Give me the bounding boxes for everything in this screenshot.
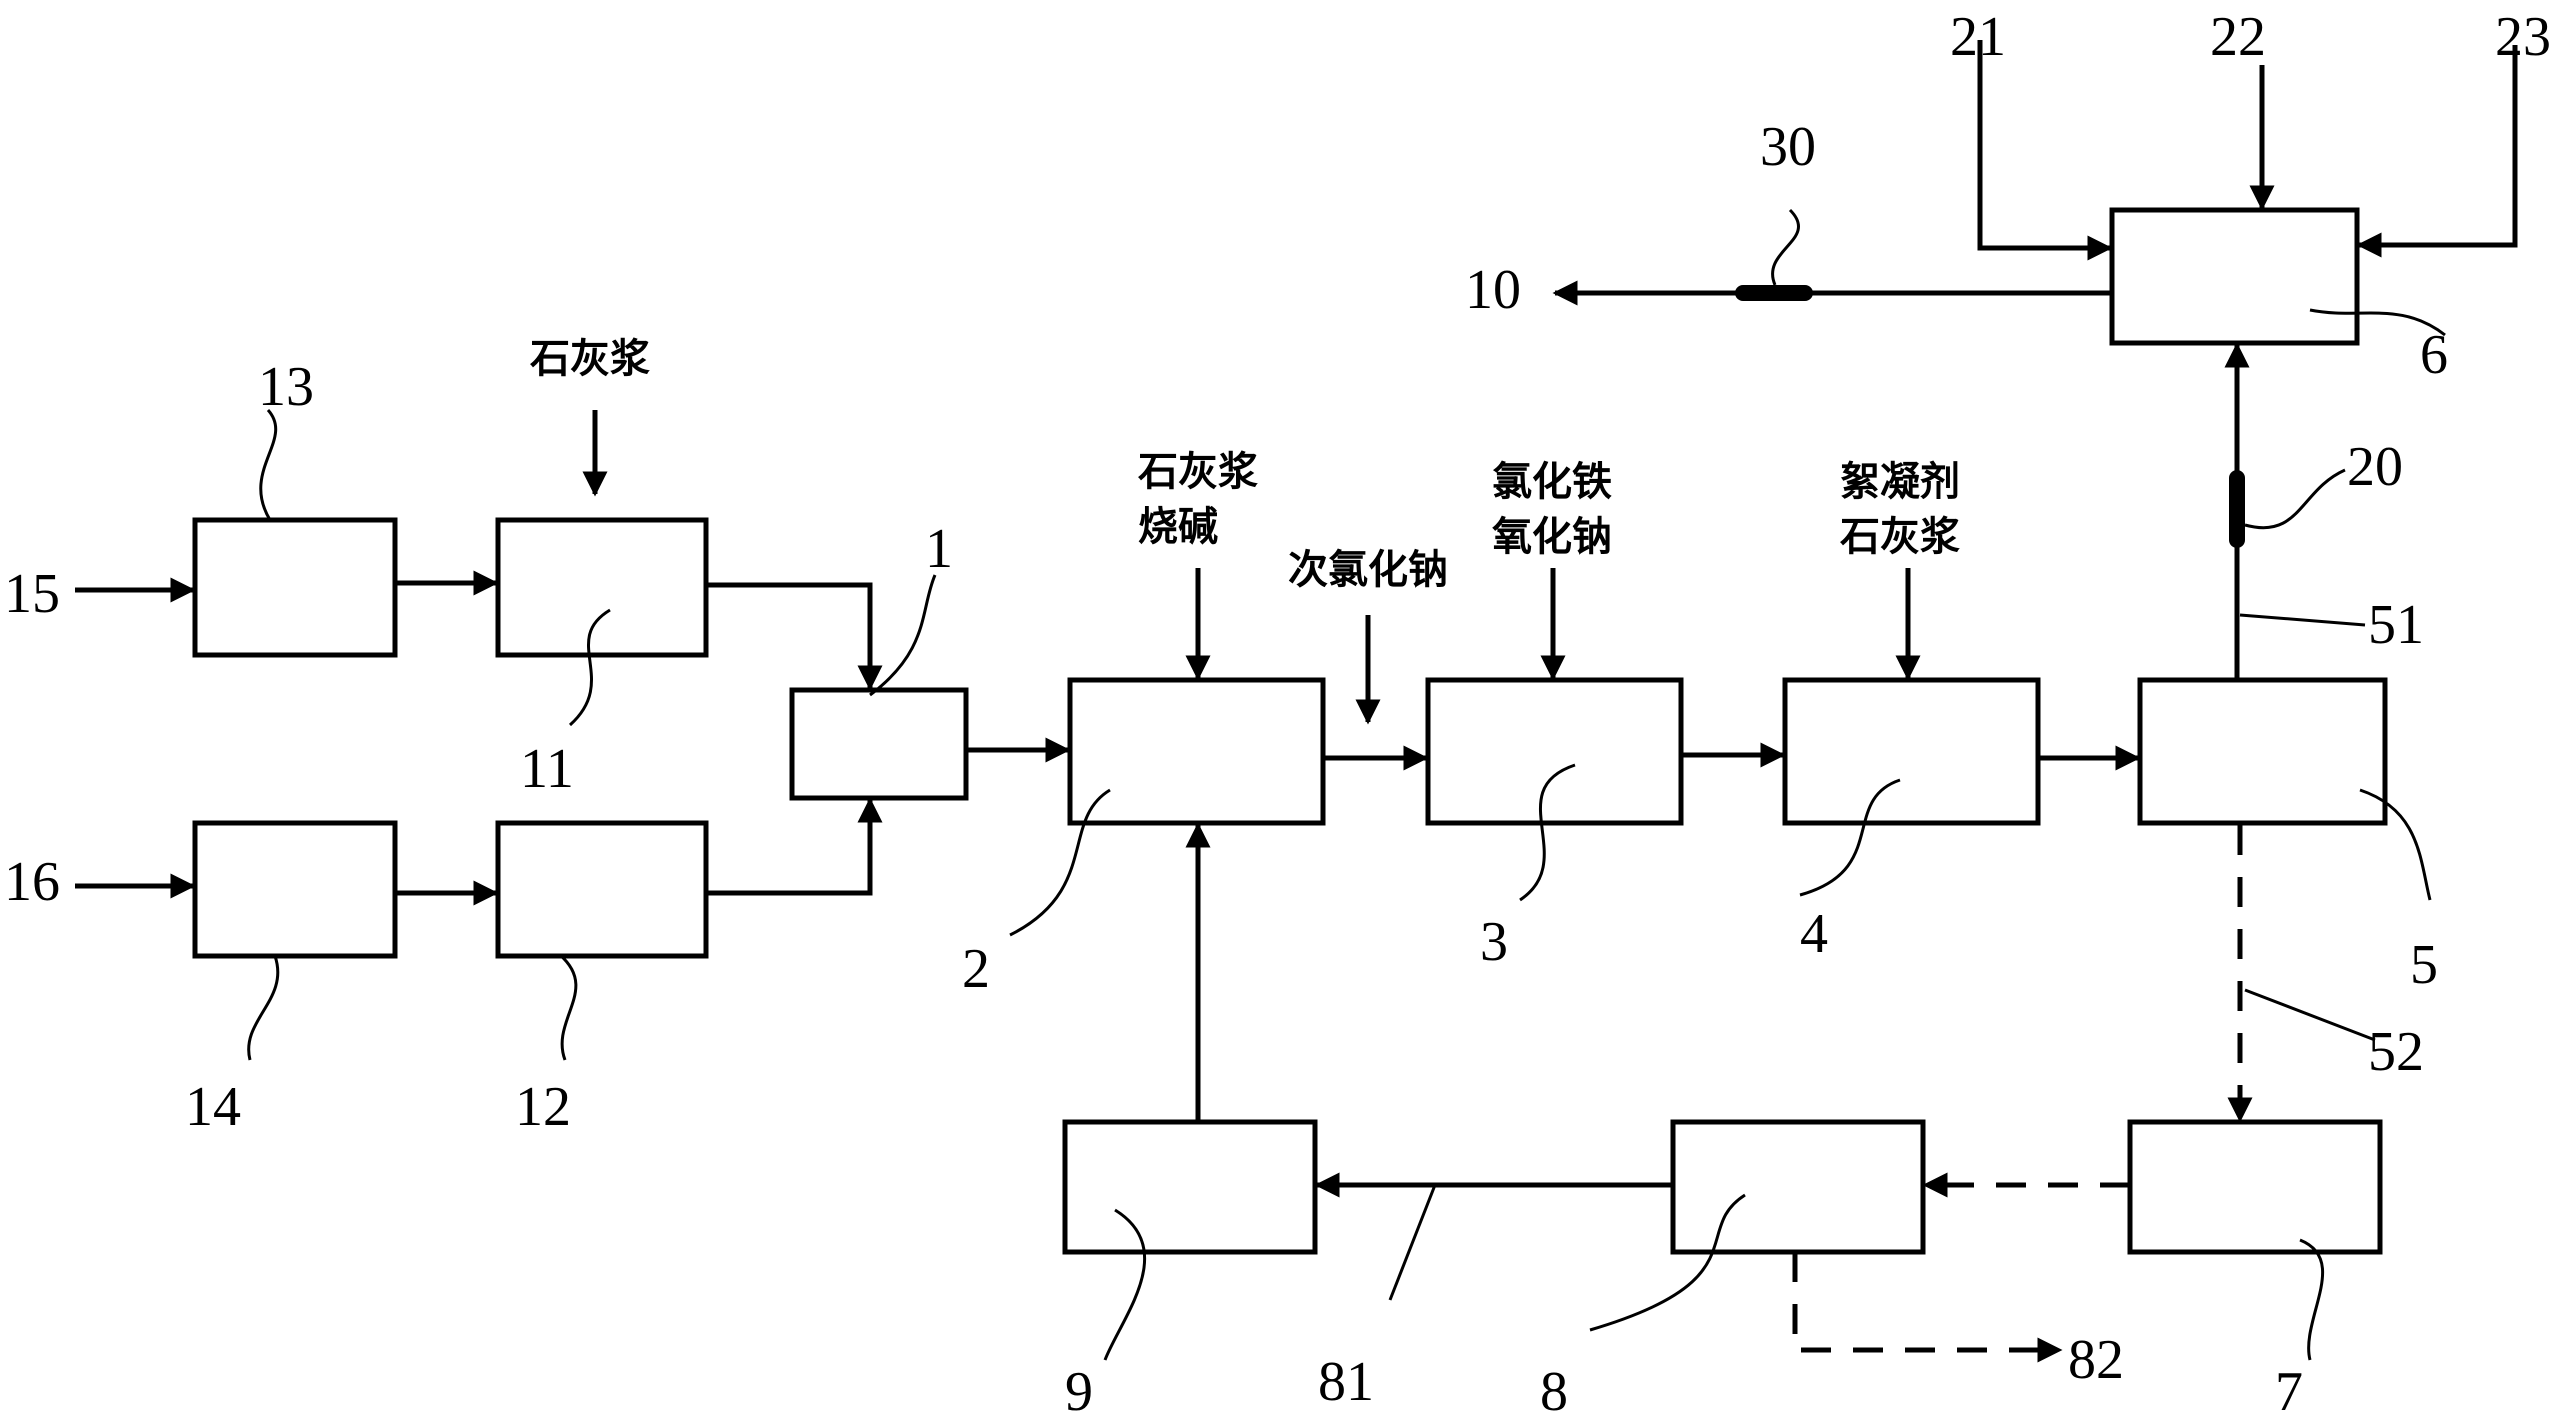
leader-9 bbox=[1103, 1208, 1147, 1361]
leader-52 bbox=[2244, 988, 2376, 1042]
label-3: 3 bbox=[1480, 911, 1508, 973]
box-7 bbox=[2127, 1119, 2383, 1255]
box-13 bbox=[192, 517, 398, 658]
label-2: 2 bbox=[962, 938, 990, 1000]
box-6 bbox=[2109, 207, 2360, 346]
chem-flocculant: 絮凝剂 bbox=[1840, 459, 1960, 505]
chem-hypochlorite: 次氯化钠 bbox=[1288, 547, 1448, 593]
label-51: 51 bbox=[2368, 594, 2424, 656]
leader-6 bbox=[2309, 308, 2446, 337]
leader-20 bbox=[2244, 468, 2346, 530]
leader-7 bbox=[2299, 1238, 2325, 1361]
label-16: 16 bbox=[4, 851, 60, 913]
label-15: 15 bbox=[4, 563, 60, 625]
label-7: 7 bbox=[2275, 1361, 2303, 1414]
label-13: 13 bbox=[258, 356, 314, 418]
chem-lime-11: 石灰浆 bbox=[530, 336, 650, 382]
box-11 bbox=[495, 517, 709, 658]
label-1: 1 bbox=[925, 518, 953, 580]
label-6: 6 bbox=[2420, 324, 2448, 386]
label-9: 9 bbox=[1065, 1361, 1093, 1414]
leader-13 bbox=[259, 408, 278, 521]
leader-14 bbox=[247, 955, 280, 1061]
label-22: 22 bbox=[2210, 6, 2266, 68]
flow-11-1 bbox=[706, 582, 883, 691]
leader-1 bbox=[869, 574, 937, 697]
leader-11 bbox=[568, 608, 611, 727]
chem-caustic-2: 烧碱 bbox=[1138, 504, 1218, 550]
valve-30 bbox=[1735, 285, 1813, 301]
box-5 bbox=[2137, 677, 2388, 826]
box-2 bbox=[1067, 677, 1326, 826]
leader-30 bbox=[1771, 208, 1800, 286]
leader-5 bbox=[2359, 788, 2432, 901]
leader-12 bbox=[559, 953, 578, 1061]
leader-3 bbox=[1519, 763, 1576, 902]
box-1 bbox=[789, 687, 969, 801]
chem-sodium-oxide: 氧化钠 bbox=[1492, 514, 1612, 560]
label-21: 21 bbox=[1950, 6, 2006, 68]
box-8 bbox=[1670, 1119, 1926, 1255]
flow-23-6 bbox=[2356, 45, 2518, 258]
label-23: 23 bbox=[2495, 6, 2551, 68]
label-20: 20 bbox=[2347, 436, 2403, 498]
chem-lime-4: 石灰浆 bbox=[1840, 514, 1960, 560]
leader-51 bbox=[2239, 613, 2366, 627]
flow-12-1 bbox=[706, 797, 883, 896]
label-4: 4 bbox=[1800, 903, 1828, 965]
label-10: 10 bbox=[1465, 259, 1521, 321]
leader-8 bbox=[1589, 1193, 1746, 1332]
label-11: 11 bbox=[520, 738, 574, 800]
box-4 bbox=[1782, 677, 2041, 826]
chem-ferric-chloride: 氯化铁 bbox=[1492, 459, 1612, 505]
label-30: 30 bbox=[1760, 116, 1816, 178]
box-9 bbox=[1062, 1119, 1318, 1255]
leader-4 bbox=[1799, 778, 1901, 897]
label-8: 8 bbox=[1540, 1361, 1568, 1414]
label-81: 81 bbox=[1318, 1351, 1374, 1413]
box-12 bbox=[495, 820, 709, 959]
leader-2 bbox=[1009, 788, 1111, 937]
label-12: 12 bbox=[515, 1076, 571, 1138]
valve-20 bbox=[2229, 470, 2245, 548]
label-52: 52 bbox=[2368, 1021, 2424, 1083]
label-82: 82 bbox=[2068, 1329, 2124, 1391]
flow-8-82 bbox=[1792, 1252, 2063, 1363]
leader-81 bbox=[1388, 1184, 1437, 1301]
label-5: 5 bbox=[2410, 934, 2438, 996]
box-3 bbox=[1425, 677, 1684, 826]
box-14 bbox=[192, 820, 398, 959]
flow-21-6 bbox=[1977, 40, 2113, 261]
label-14: 14 bbox=[185, 1076, 241, 1138]
chem-lime-2: 石灰浆 bbox=[1138, 449, 1258, 495]
